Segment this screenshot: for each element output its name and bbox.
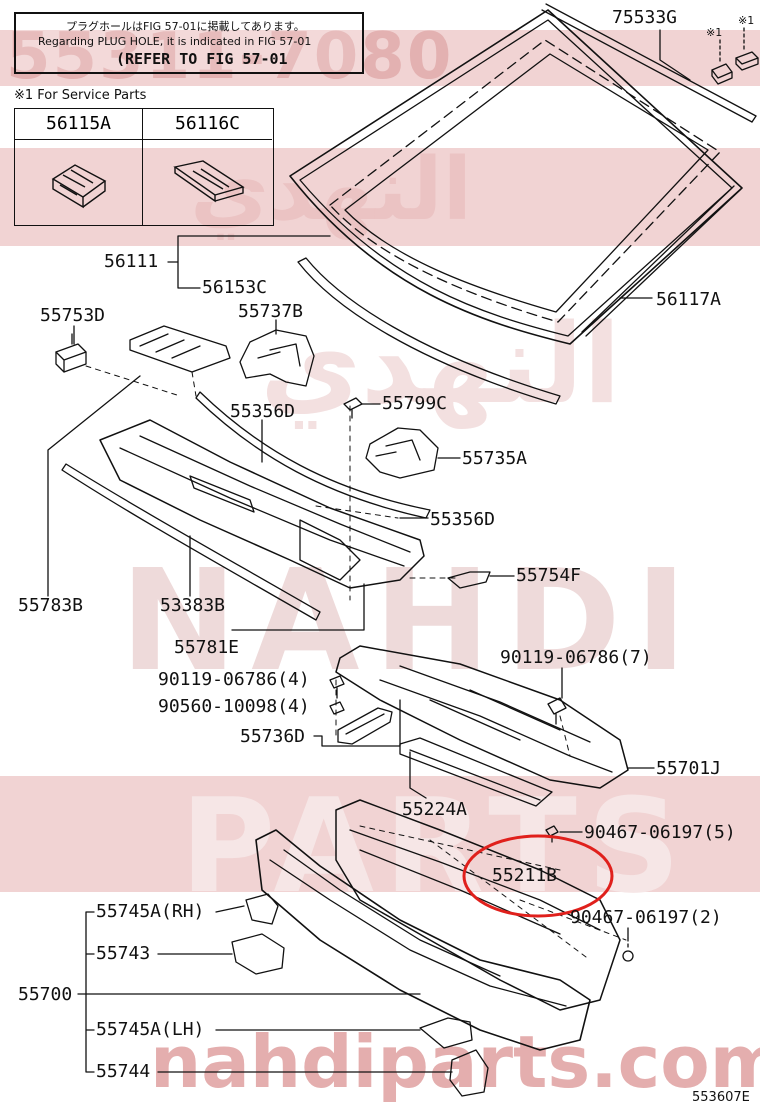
cowl-top-panel-inner [335,645,629,789]
leader-55783B [47,375,141,597]
service-parts-table: 56115A 56116C [14,108,274,226]
leader-56111 [167,235,331,289]
label-56153C: 56153C [202,277,268,298]
part-55735A [365,427,439,479]
roof-moulding-strip [541,3,757,123]
label-55735A: 55735A [462,448,528,469]
label-mark-1: ※1 [706,26,723,39]
pad-icon [173,160,245,203]
service-part-cell-1: 56115A [15,109,143,225]
bolt-90119-right [547,697,567,725]
label-55743: 55743 [96,943,151,964]
label-55799C: 55799C [382,393,448,414]
nut-90560 [329,701,345,715]
label-53383B: 53383B [160,595,226,616]
watermark-brand-arabic: النهدي [190,140,473,240]
part-55743 [231,933,285,975]
label-mark-2: ※1 [738,14,755,27]
figure-code: 553607E [692,1090,750,1105]
label-55753D: 55753D [40,305,106,326]
label-90560-4: 90560-10098(4) [158,696,310,717]
part-55745A-RH [245,893,279,925]
label-55744: 55744 [96,1061,151,1082]
highlight-ring [462,834,614,918]
label-55211B: 55211B [492,865,558,886]
part-55736D [337,707,393,745]
leader-55781E [231,583,365,631]
leader-55224A [409,751,427,799]
watermark-band-lower [0,776,760,892]
watermark-parts: PARTS [180,770,691,922]
watermark-brand-en: NAHDI [120,540,701,703]
label-55754F: 55754F [516,565,582,586]
part-55744 [449,1049,489,1097]
note-line-english: Regarding PLUG HOLE, it is indicated in … [38,35,312,48]
leader-75533G [659,29,691,81]
service-part-number: 56116C [143,109,272,140]
cowl-top-bracket-panel [129,325,231,373]
watermark-top-code: 55311-7080 [6,20,454,94]
cowl-ventilator-louver [99,419,425,589]
watermark-brand-arabic-2: النهدي [260,300,621,428]
label-55700: 55700 [18,984,73,1005]
dash-panel-main-55700 [255,829,591,1051]
label-90467-2: 90467-06197(2) [570,907,722,928]
label-55736D: 55736D [240,726,306,747]
dash-panel-55211B [335,799,621,1011]
part-55737B [239,329,315,387]
label-55737B: 55737B [238,301,304,322]
label-75533G: 75533G [612,7,678,28]
label-56117A: 56117A [656,289,722,310]
plug-hole-note-box: プラグホールはFIG 57-01に掲載してあります。 Regarding PLU… [14,12,364,74]
watermark-site: nahdiparts.com [150,1020,760,1104]
service-part-number: 56115A [15,109,142,140]
part-55754F [447,571,491,589]
label-55781E: 55781E [174,637,240,658]
windshield-weatherstrip [297,257,561,405]
service-clips [711,27,759,85]
windshield-glass [289,9,743,345]
label-90119-7: 90119-06786(7) [500,647,652,668]
service-parts-note: ※1 For Service Parts [14,88,147,103]
label-55701J: 55701J [656,758,722,779]
windshield-dam-strip [581,185,741,337]
part-55799C [343,397,363,419]
note-line-refer: (REFER TO FIG 57-01 [116,50,288,68]
cowl-seal-lower [61,463,321,621]
note-line-japanese: プラグホールはFIG 57-01に掲載してあります。 [66,20,305,33]
leader-55700 [77,911,421,1073]
clip-90467-upper [545,825,559,843]
part-55753D [55,333,87,373]
label-55224A: 55224A [402,799,468,820]
part-55745A-LH [419,1017,473,1049]
label-55745A-LH: 55745A(LH) [96,1019,205,1040]
bolt-90119-left [329,675,345,699]
cowl-insulator [399,737,553,807]
label-55356D-bot: 55356D [430,509,496,530]
label-90119-4: 90119-06786(4) [158,669,310,690]
label-90467-5: 90467-06197(5) [584,822,736,843]
label-55745A-RH: 55745A(RH) [96,901,205,922]
clip-90467-lower [622,937,634,962]
label-55783B: 55783B [18,595,84,616]
leader-55745A-RH [215,905,245,913]
clip-icon [51,164,107,209]
label-55356D-top: 55356D [230,401,296,422]
service-part-cell-2: 56116C [143,109,272,225]
label-56111: 56111 [104,251,159,272]
